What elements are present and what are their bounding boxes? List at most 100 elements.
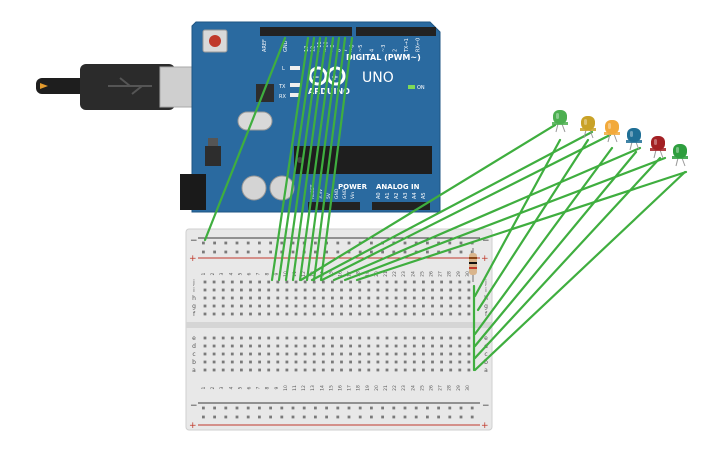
led[interactable] bbox=[580, 116, 596, 139]
rail-hole[interactable] bbox=[314, 406, 317, 410]
terminal-hole[interactable] bbox=[349, 280, 352, 284]
rail-hole[interactable] bbox=[246, 406, 250, 410]
rail-hole[interactable] bbox=[414, 241, 418, 245]
rail-hole[interactable] bbox=[314, 250, 317, 254]
terminal-hole[interactable] bbox=[249, 280, 252, 284]
rail-hole[interactable] bbox=[202, 415, 205, 419]
rail-hole[interactable] bbox=[291, 406, 295, 410]
terminal-hole[interactable] bbox=[376, 288, 380, 292]
terminal-hole[interactable] bbox=[376, 312, 380, 316]
rail-hole[interactable] bbox=[448, 241, 452, 245]
terminal-hole[interactable] bbox=[312, 312, 316, 316]
terminal-hole[interactable] bbox=[376, 368, 380, 372]
terminal-hole[interactable] bbox=[358, 352, 362, 356]
terminal-hole[interactable] bbox=[303, 288, 307, 292]
terminal-hole[interactable] bbox=[340, 280, 343, 284]
rail-hole[interactable] bbox=[235, 241, 239, 245]
terminal-hole[interactable] bbox=[212, 368, 216, 372]
terminal-hole[interactable] bbox=[340, 288, 343, 292]
resistor[interactable] bbox=[469, 248, 477, 282]
terminal-hole[interactable] bbox=[230, 368, 234, 372]
terminal-hole[interactable] bbox=[394, 304, 398, 308]
terminal-hole[interactable] bbox=[367, 288, 371, 292]
terminal-hole[interactable] bbox=[376, 280, 380, 284]
jumper-wire[interactable] bbox=[473, 146, 614, 336]
rail-hole[interactable] bbox=[224, 250, 228, 254]
terminal-hole[interactable] bbox=[422, 288, 425, 292]
led[interactable] bbox=[604, 120, 620, 143]
terminal-hole[interactable] bbox=[431, 280, 434, 284]
terminal-hole[interactable] bbox=[294, 304, 298, 308]
rail-hole[interactable] bbox=[258, 241, 261, 245]
terminal-hole[interactable] bbox=[431, 360, 434, 364]
terminal-hole[interactable] bbox=[267, 344, 271, 348]
terminal-hole[interactable] bbox=[458, 304, 462, 308]
jumper-wire[interactable] bbox=[203, 36, 287, 242]
reset-button-cap[interactable] bbox=[209, 35, 221, 47]
terminal-hole[interactable] bbox=[294, 352, 298, 356]
terminal-hole[interactable] bbox=[285, 312, 289, 316]
rail-hole[interactable] bbox=[370, 406, 373, 410]
rail-hole[interactable] bbox=[291, 415, 295, 419]
rail-hole[interactable] bbox=[426, 250, 429, 254]
rail-hole[interactable] bbox=[336, 241, 340, 245]
terminal-hole[interactable] bbox=[385, 352, 389, 356]
rail-hole[interactable] bbox=[370, 415, 373, 419]
terminal-hole[interactable] bbox=[412, 344, 416, 348]
rail-hole[interactable] bbox=[347, 241, 351, 245]
rail-hole[interactable] bbox=[470, 406, 474, 410]
terminal-hole[interactable] bbox=[230, 312, 234, 316]
terminal-hole[interactable] bbox=[230, 344, 234, 348]
terminal-hole[interactable] bbox=[440, 336, 443, 340]
rail-hole[interactable] bbox=[437, 406, 440, 410]
terminal-hole[interactable] bbox=[458, 368, 462, 372]
terminal-hole[interactable] bbox=[431, 352, 434, 356]
terminal-hole[interactable] bbox=[449, 336, 453, 340]
terminal-hole[interactable] bbox=[340, 336, 343, 340]
jumper-wire[interactable] bbox=[310, 130, 594, 282]
led[interactable] bbox=[650, 136, 666, 159]
terminal-hole[interactable] bbox=[312, 368, 316, 372]
terminal-hole[interactable] bbox=[303, 312, 307, 316]
terminal-hole[interactable] bbox=[449, 280, 453, 284]
terminal-hole[interactable] bbox=[276, 352, 280, 356]
jumper-wire[interactable] bbox=[473, 170, 687, 372]
jumper-wire[interactable] bbox=[473, 156, 662, 360]
terminal-hole[interactable] bbox=[294, 344, 298, 348]
rail-hole[interactable] bbox=[403, 250, 407, 254]
terminal-hole[interactable] bbox=[431, 296, 434, 300]
rail-hole[interactable] bbox=[347, 415, 351, 419]
terminal-hole[interactable] bbox=[258, 280, 261, 284]
rail-hole[interactable] bbox=[213, 415, 216, 419]
terminal-hole[interactable] bbox=[276, 288, 280, 292]
terminal-hole[interactable] bbox=[412, 352, 416, 356]
terminal-hole[interactable] bbox=[367, 296, 371, 300]
terminal-hole[interactable] bbox=[403, 312, 407, 316]
terminal-hole[interactable] bbox=[331, 336, 334, 340]
terminal-hole[interactable] bbox=[349, 312, 352, 316]
terminal-hole[interactable] bbox=[467, 280, 471, 284]
terminal-hole[interactable] bbox=[367, 368, 371, 372]
rail-hole[interactable] bbox=[291, 250, 295, 254]
terminal-hole[interactable] bbox=[385, 280, 389, 284]
terminal-hole[interactable] bbox=[340, 344, 343, 348]
terminal-hole[interactable] bbox=[321, 296, 325, 300]
terminal-hole[interactable] bbox=[221, 336, 225, 340]
rail-hole[interactable] bbox=[459, 241, 463, 245]
rail-hole[interactable] bbox=[437, 415, 440, 419]
terminal-hole[interactable] bbox=[221, 288, 225, 292]
terminal-hole[interactable] bbox=[312, 304, 316, 308]
rail-hole[interactable] bbox=[269, 406, 272, 410]
jumper-wire[interactable] bbox=[298, 36, 335, 282]
terminal-hole[interactable] bbox=[203, 344, 207, 348]
terminal-hole[interactable] bbox=[367, 304, 371, 308]
power-jack[interactable] bbox=[180, 174, 206, 210]
terminal-hole[interactable] bbox=[440, 368, 443, 372]
terminal-hole[interactable] bbox=[440, 304, 443, 308]
rail-hole[interactable] bbox=[336, 250, 340, 254]
terminal-hole[interactable] bbox=[321, 352, 325, 356]
terminal-hole[interactable] bbox=[212, 336, 216, 340]
terminal-hole[interactable] bbox=[422, 352, 425, 356]
rail-hole[interactable] bbox=[470, 250, 474, 254]
terminal-hole[interactable] bbox=[376, 344, 380, 348]
